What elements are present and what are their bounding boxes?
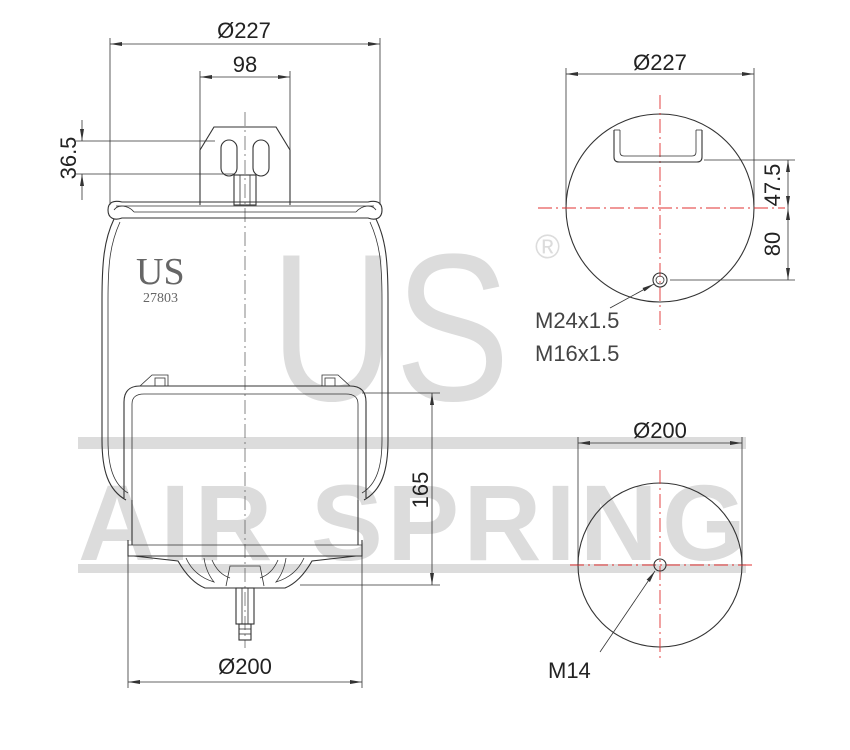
dim-top-view-offsets: 47.5 80 [670, 159, 795, 281]
bottom-view-hole [653, 558, 667, 572]
top-bead-plate [107, 200, 383, 220]
top-view-hole [652, 272, 668, 288]
bracket-slot-right [252, 139, 270, 177]
dim-top-view-diameter-label: Ø227 [633, 50, 687, 75]
bottom-view-thread-leader [599, 570, 656, 653]
dim-bottom-diameter: Ø200 [127, 556, 363, 688]
top-bracket [199, 126, 291, 205]
dim-hole-offset-label: 80 [760, 232, 785, 256]
watermark-logo: US [270, 210, 510, 445]
dim-bracket-height-label: 36.5 [56, 137, 81, 180]
piston [123, 374, 367, 589]
top-view: Ø227 47.5 80 M24x1.5 M16x1.5 [535, 50, 795, 366]
dim-bracket-height: 36.5 [56, 120, 234, 200]
side-view: US 27803 Ø227 98 36.5 [56, 18, 440, 688]
dim-bottom-view-diameter: Ø200 [577, 418, 743, 565]
watermark-wordmark: AIR SPRING [78, 462, 746, 583]
dim-top-diameter: Ø227 [109, 18, 381, 205]
dim-bracket-offset-label: 47.5 [760, 164, 785, 207]
brand-mark: US [136, 251, 185, 293]
bottom-thread-label: M14 [548, 658, 591, 683]
watermark-top-bar [78, 437, 746, 449]
bracket-slot-left [220, 139, 238, 177]
watermark: US ® AIR SPRING [78, 210, 746, 583]
thread-label-2: M16x1.5 [535, 341, 619, 366]
dim-piston-height: 165 [300, 392, 440, 586]
watermark-registered-mark: ® [535, 228, 560, 266]
dim-bracket-width: 98 [199, 52, 291, 150]
top-stud [233, 174, 257, 206]
bottom-view: Ø200 M14 [548, 418, 752, 683]
watermark-bottom-bar [78, 564, 746, 573]
top-view-thread-leader [609, 283, 655, 309]
dim-piston-height-label: 165 [408, 472, 433, 509]
dim-bracket-width-label: 98 [233, 52, 257, 77]
part-number: 27803 [143, 291, 178, 306]
thread-label-1: M24x1.5 [535, 308, 619, 333]
dim-top-diameter-label: Ø227 [217, 18, 271, 43]
dim-top-view-diameter: Ø227 [565, 50, 755, 205]
dim-bottom-diameter-label: Ø200 [218, 654, 272, 679]
bellows [101, 218, 389, 501]
top-view-bracket [613, 129, 703, 163]
bottom-stud [235, 587, 255, 641]
dim-bottom-view-diameter-label: Ø200 [633, 418, 687, 443]
